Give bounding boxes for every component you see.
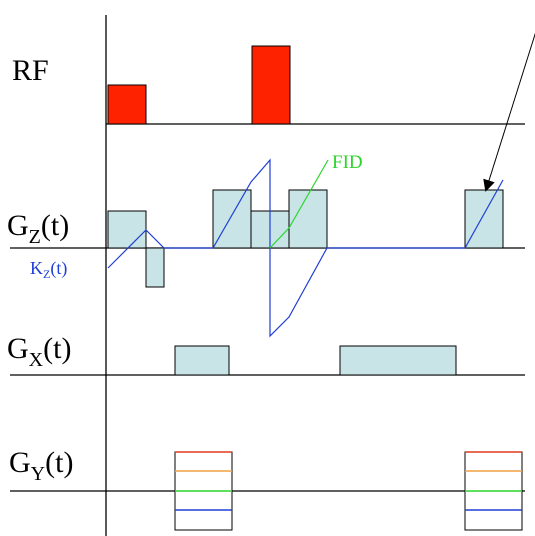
gx-lobe bbox=[174, 345, 230, 376]
gx-label: GX(t) bbox=[7, 332, 71, 371]
kz-trajectory bbox=[107, 158, 504, 338]
gz-lobe bbox=[212, 189, 252, 249]
kz-label: KZ(t) bbox=[30, 258, 67, 281]
gz-lobe bbox=[464, 189, 504, 249]
gy-phase-table bbox=[464, 451, 523, 531]
rf-label: RF bbox=[12, 54, 49, 87]
gz-lobe bbox=[145, 247, 165, 288]
gx-lobe bbox=[339, 345, 457, 376]
fid-label: FID bbox=[332, 152, 363, 173]
fid-signal bbox=[269, 159, 329, 249]
gz-lobe bbox=[107, 210, 147, 249]
gy-label: GY(t) bbox=[9, 446, 73, 485]
rf-pulse-excitation bbox=[107, 84, 147, 125]
rf-pulse-refocusing bbox=[251, 45, 291, 125]
gz-label: GZ(t) bbox=[7, 209, 69, 248]
pointer-arrow bbox=[483, 32, 535, 192]
gy-phase-table bbox=[174, 451, 233, 531]
gz-lobe bbox=[288, 189, 328, 249]
